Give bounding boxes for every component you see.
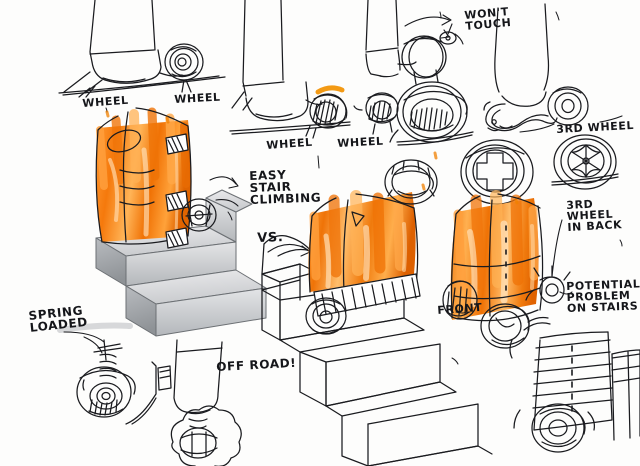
top-left-canister-wheel-study: [58, 0, 226, 98]
top-mid-canister-wheel-study: [229, 0, 351, 139]
orange-stray-dabs: [105, 110, 519, 205]
hero-stairs: [57, 189, 267, 337]
mid-orange-unit: [305, 159, 438, 335]
mid-stairs: [261, 235, 493, 466]
wheel-detail-cross-hub: [460, 139, 534, 205]
right-orange-unit: [442, 190, 573, 349]
bottom-right-ribbed-unit: [509, 316, 640, 453]
third-wheel-assembly: [483, 3, 623, 133]
spring-loaded-caster: [63, 331, 136, 418]
hero-orange-unit: [95, 107, 239, 249]
off-road-knobby-wheel: [125, 339, 242, 466]
top-right-caster-study: [365, 0, 464, 85]
wheel-detail-star-hub: [551, 134, 619, 190]
caster-detail-large: [353, 81, 474, 146]
